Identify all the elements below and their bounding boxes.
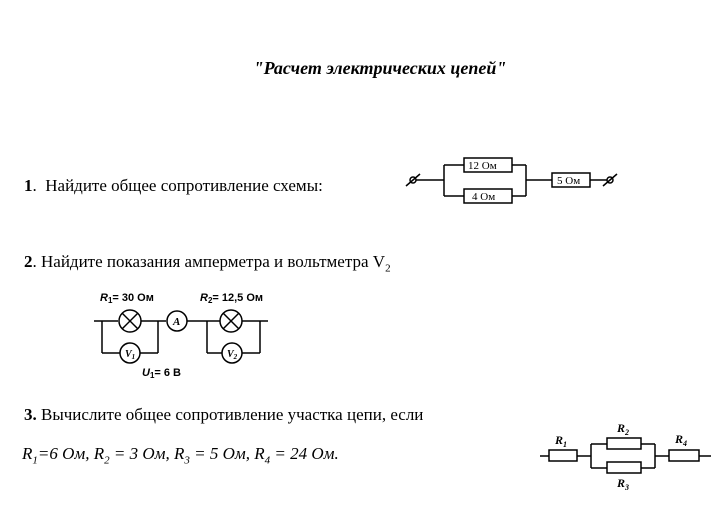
resistor-r3 xyxy=(606,461,642,474)
terminal-right xyxy=(606,176,614,184)
task-1-dot: . xyxy=(32,176,37,195)
document-title: "Расчет электрических цепей" xyxy=(253,58,507,78)
r4-value: = 24 Ом. xyxy=(270,444,339,463)
label-5-ohm: 5 Ом xyxy=(557,175,580,187)
task-2-subscript: 2 xyxy=(385,262,391,275)
task-2-text: 2. Найдите показания амперметра и вольтм… xyxy=(24,252,391,274)
label-u1: U1= 6 В xyxy=(142,367,181,380)
task-1-number: 1 xyxy=(24,176,33,195)
task-2-question: . Найдите показания амперметра и вольтме… xyxy=(32,252,386,271)
circuit-diagram-3: R1 R2 R3 R4 xyxy=(540,421,711,492)
label-r3: R3 xyxy=(616,476,629,492)
circuit-diagram-2: R1= 30 Ом R2= 12,5 Ом A V1 V2 U1= 6 В xyxy=(94,292,268,380)
task-3-number: 3. xyxy=(24,405,37,424)
circuit-diagram-1: 12 Ом 4 Ом 5 Ом xyxy=(405,157,618,204)
v1-letter: V1 xyxy=(125,349,135,361)
task-1-text: 1. Найдите общее сопротивление схемы: xyxy=(24,176,323,196)
resistor-r1 xyxy=(548,449,578,462)
task-3-question: Вычислите общее сопротивление участка це… xyxy=(36,405,424,424)
voltmeter-v2 xyxy=(221,342,243,364)
resistor-r4 xyxy=(668,449,700,462)
task-1-question: Найдите общее сопротивление схемы: xyxy=(45,176,323,195)
r2-subscript: 2 xyxy=(104,454,110,467)
resistor-r2 xyxy=(606,437,642,450)
v2-letter: V2 xyxy=(227,349,238,361)
r4-subscript: 4 xyxy=(264,454,271,467)
label-r4: R4 xyxy=(674,432,687,448)
label-r2: R2 xyxy=(616,421,629,437)
task-2-number: 2 xyxy=(24,252,33,271)
r3-symbol: R xyxy=(169,444,185,463)
task-3-values: R1=6 Ом, R2 = 3 Ом, R3 = 5 Ом, R4 = 24 О… xyxy=(22,444,339,466)
r1-value: =6 Ом, xyxy=(37,444,90,463)
r2-symbol: R xyxy=(89,444,105,463)
label-r2: R2= 12,5 Ом xyxy=(200,292,263,305)
r3-subscript: 3 xyxy=(184,454,190,467)
r4-symbol: R xyxy=(250,444,265,463)
r3-value: = 5 Ом, xyxy=(189,444,250,463)
r1-symbol: R xyxy=(22,444,33,463)
task-3-text: 3. Вычислите общее сопротивление участка… xyxy=(24,405,423,425)
r2-value: = 3 Ом, xyxy=(109,444,170,463)
label-r1: R1 xyxy=(554,433,567,449)
ammeter-letter: A xyxy=(172,316,180,328)
voltmeter-v1 xyxy=(119,342,141,364)
label-12-ohm: 12 Ом xyxy=(468,160,497,172)
label-4-ohm: 4 Ом xyxy=(472,191,495,203)
label-r1: R1= 30 Ом xyxy=(100,292,154,305)
r1-subscript: 1 xyxy=(32,454,38,467)
